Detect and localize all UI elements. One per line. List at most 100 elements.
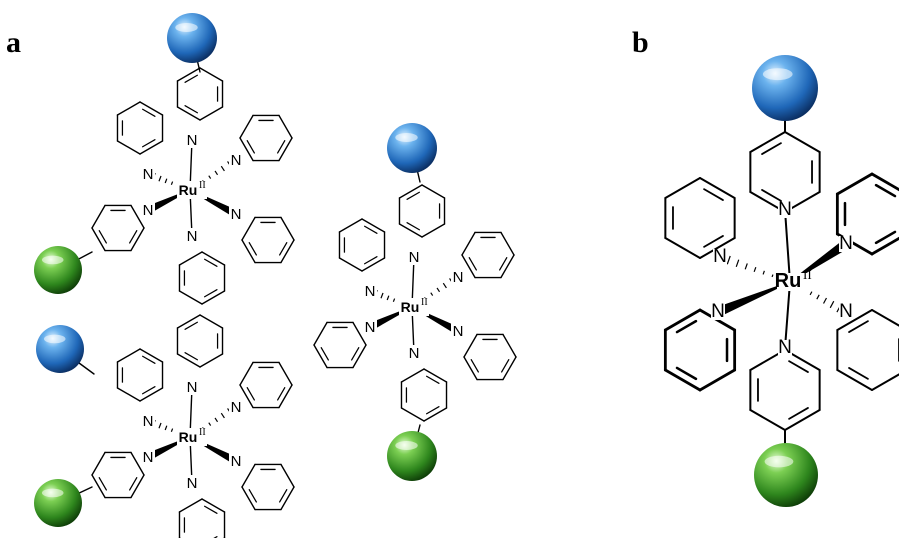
bond-line	[139, 348, 164, 363]
bond-line	[184, 105, 198, 114]
bond-line	[761, 142, 782, 155]
label-backdrop	[777, 273, 807, 291]
bond-line	[130, 204, 145, 229]
bond-line	[675, 366, 698, 381]
label-backdrop	[778, 340, 792, 356]
bond-line	[870, 236, 899, 256]
green-sphere-icon	[387, 431, 437, 481]
sphere-highlight	[43, 334, 66, 344]
bond-line	[320, 347, 329, 361]
nitrogen-atom-label: N	[409, 249, 420, 266]
bond-line	[139, 140, 164, 155]
hashed-bond	[214, 170, 219, 176]
bond-line	[870, 172, 899, 192]
bond-line	[142, 108, 156, 117]
bond-line	[199, 314, 224, 329]
bond-line	[142, 386, 156, 395]
bond-line	[279, 489, 288, 503]
label-backdrop	[711, 304, 725, 320]
bond-line	[848, 320, 869, 333]
nitrogen-atom-label: N	[778, 199, 792, 220]
bond-line	[426, 375, 440, 384]
hashed-bond	[220, 165, 225, 172]
sphere-highlight	[395, 133, 418, 142]
bond-line	[91, 474, 106, 499]
bond-line	[176, 353, 201, 368]
label-backdrop	[451, 323, 465, 339]
nitrogen-atom-label: N	[143, 449, 154, 466]
hashed-bond	[829, 300, 835, 309]
bond-line	[178, 251, 203, 266]
bond-line	[461, 231, 476, 256]
label-backdrop	[185, 379, 199, 395]
bond-line	[426, 406, 440, 415]
bond-line	[502, 356, 517, 381]
hashed-bond	[380, 292, 384, 299]
blue-sphere-icon	[387, 123, 437, 173]
bond-line	[361, 218, 386, 233]
bond-line	[280, 463, 295, 488]
bond-line	[98, 230, 107, 244]
bond-line	[874, 183, 897, 198]
label-backdrop	[778, 202, 792, 218]
nitrogen-atom-label: N	[187, 132, 198, 149]
sphere-highlight	[41, 488, 64, 498]
bond-line	[468, 257, 477, 271]
bond-line	[129, 477, 138, 491]
bond-line	[352, 344, 367, 369]
hashed-bond	[164, 425, 168, 431]
nitrogen-atom-label: N	[713, 246, 727, 267]
bond-line	[116, 387, 141, 402]
green-sphere-icon	[34, 246, 82, 294]
sphere-highlight	[395, 441, 418, 450]
hashed-bond	[726, 255, 731, 265]
bond-line	[139, 101, 164, 116]
sphere-layer	[34, 13, 818, 527]
bond-line	[241, 239, 256, 264]
bond-line	[204, 505, 218, 514]
ruthenium-atom-label: Ru	[179, 429, 198, 445]
hashed-bond	[392, 298, 396, 302]
label-backdrop	[141, 166, 155, 182]
bond-line	[463, 333, 478, 358]
bond-line	[176, 67, 201, 82]
wedge-bond	[789, 239, 849, 283]
bond-line	[836, 369, 873, 391]
hashed-bond	[735, 259, 740, 267]
bond-line	[278, 137, 293, 162]
bond-line	[280, 486, 295, 511]
bond-line	[278, 384, 293, 409]
blue-sphere-icon	[36, 325, 84, 373]
bond-line	[351, 347, 360, 361]
hashed-bond	[809, 291, 813, 296]
bond-line	[199, 353, 224, 368]
nitrogen-atom-label: N	[231, 206, 242, 223]
nitrogen-atom-label: N	[231, 399, 242, 416]
nitrogen-atom-label: N	[365, 319, 376, 336]
bond-line	[201, 290, 226, 305]
hashed-bond	[164, 178, 168, 184]
bond-line	[836, 309, 873, 331]
sphere-highlight	[175, 23, 198, 32]
bond-line	[338, 218, 363, 233]
hashed-bond	[220, 412, 225, 419]
bond-line	[398, 223, 423, 238]
bond-line	[421, 184, 446, 199]
bond-line	[398, 184, 423, 199]
bond-line	[280, 216, 295, 241]
bond-line	[463, 356, 478, 381]
oxidation-state-label: II	[199, 427, 206, 438]
nitrogen-atom-label: N	[143, 166, 154, 183]
bond-line	[176, 314, 201, 329]
label-backdrop	[407, 345, 421, 361]
green-sphere-icon	[754, 443, 818, 507]
bond-line	[277, 140, 286, 154]
bond-line	[784, 209, 791, 283]
nitrogen-atom-label: N	[453, 269, 464, 286]
bond-line	[204, 289, 218, 298]
bond-line	[421, 223, 446, 238]
label-backdrop	[229, 152, 243, 168]
bond-line	[248, 242, 257, 256]
sphere-highlight	[764, 455, 794, 468]
bond-line	[501, 359, 510, 373]
